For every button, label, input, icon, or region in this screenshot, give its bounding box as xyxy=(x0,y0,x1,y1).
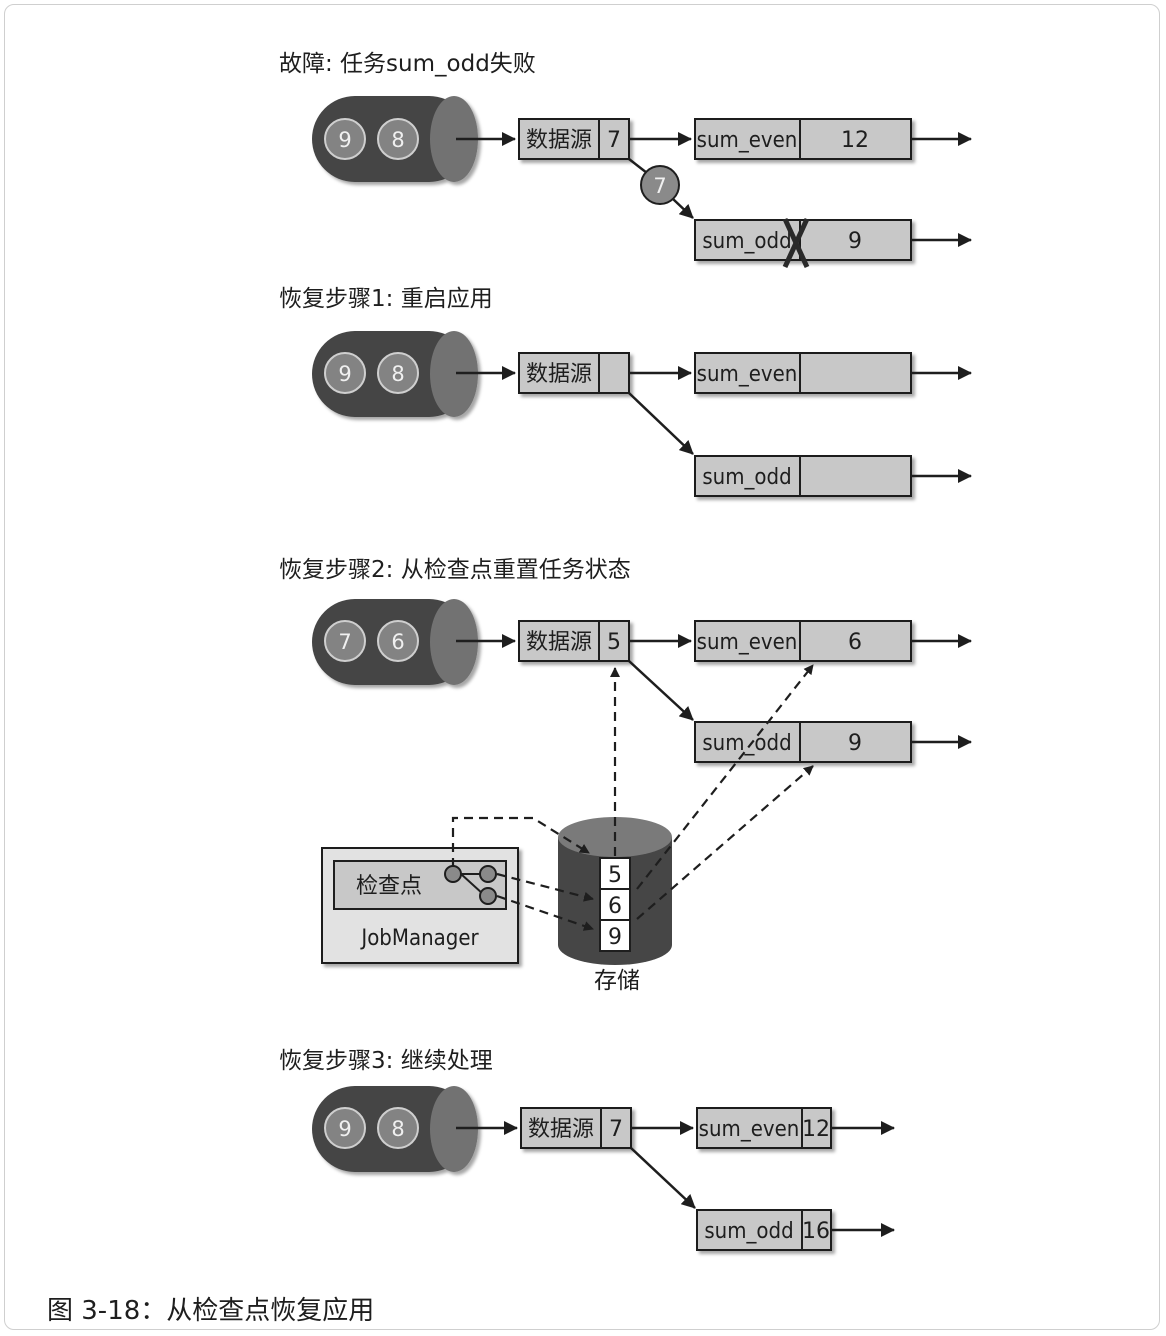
queue-event: 9 xyxy=(324,1107,366,1149)
queue-event-label: 7 xyxy=(338,630,351,654)
sum-even-label: sum_even xyxy=(697,362,798,387)
sum-even-task xyxy=(694,352,912,394)
checkpoint-recovery-diagram: 故障: 任务sum_odd失败 9 8 数据源 7 sum_even 12 xyxy=(47,51,972,1326)
arrow xyxy=(628,392,694,455)
sum-even-state: 6 xyxy=(848,630,862,655)
in-flight-event-label: 7 xyxy=(653,174,666,198)
queue-event: 9 xyxy=(324,118,366,160)
storage-value: 5 xyxy=(608,863,622,888)
sum-even-state: 12 xyxy=(841,128,869,153)
section-title: 故障: 任务sum_odd失败 xyxy=(279,51,536,77)
sum-odd-state: 9 xyxy=(848,229,862,254)
queue-event: 6 xyxy=(377,620,419,662)
queue-event: 9 xyxy=(324,352,366,394)
sum-even-task xyxy=(696,1107,832,1149)
source-label: 数据源 xyxy=(528,1117,594,1142)
storage-value: 6 xyxy=(608,894,622,919)
section-title: 恢复步骤2: 从检查点重置任务状态 xyxy=(279,557,631,583)
storage-value: 9 xyxy=(608,925,622,950)
sum-odd-task xyxy=(694,455,912,497)
sum-odd-label: sum_odd xyxy=(702,465,791,490)
queue-event-label: 9 xyxy=(338,1117,351,1141)
source-task xyxy=(518,620,630,662)
sum-even-label: sum_even xyxy=(699,1117,800,1142)
queue-event: 8 xyxy=(377,118,419,160)
failure-x-icon xyxy=(782,217,810,269)
storage-label: 存储 xyxy=(594,968,640,994)
sum-odd-label: sum_odd xyxy=(702,731,791,756)
queue-event-label: 8 xyxy=(391,1117,404,1141)
section-reset-state: 恢复步骤2: 从检查点重置任务状态 7 6 数据源 5 sum_even 6 xyxy=(279,557,972,994)
checkpoint-write-arrows xyxy=(451,816,594,931)
sum-odd-task xyxy=(694,721,912,763)
sum-odd-label: sum_odd xyxy=(704,1219,793,1244)
queue-event: 8 xyxy=(377,1107,419,1149)
sum-even-label: sum_even xyxy=(697,128,798,153)
sum-odd-state: 16 xyxy=(802,1219,830,1244)
queue-event-label: 9 xyxy=(338,128,351,152)
storage: 5 6 9 存储 xyxy=(558,817,672,994)
source-state: 5 xyxy=(607,630,621,655)
sum-odd-label: sum_odd xyxy=(702,229,791,254)
queue-event-label: 9 xyxy=(338,362,351,386)
jobmanager-label: JobManager xyxy=(359,926,479,951)
sum-odd-state: 9 xyxy=(848,731,862,756)
source-state: 7 xyxy=(607,128,621,153)
source-state: 7 xyxy=(609,1117,623,1142)
source-task xyxy=(520,1107,632,1149)
section-title: 恢复步骤3: 继续处理 xyxy=(279,1048,493,1074)
in-flight-event: 7 xyxy=(640,165,680,205)
checkpoint-tree-icon xyxy=(444,865,497,905)
source-label: 数据源 xyxy=(526,630,592,655)
arrow xyxy=(628,158,648,174)
queue-event-label: 6 xyxy=(391,630,404,654)
queue-event-label: 8 xyxy=(391,128,404,152)
queue-event: 8 xyxy=(377,352,419,394)
section-failure: 故障: 任务sum_odd失败 9 8 数据源 7 sum_even 12 xyxy=(279,51,972,269)
queue-event-label: 8 xyxy=(391,362,404,386)
arrow xyxy=(628,660,694,721)
section-restart: 恢复步骤1: 重启应用 9 8 数据源 sum_even xyxy=(279,286,972,497)
checkpoint-label: 检查点 xyxy=(356,874,422,899)
section-resume: 恢复步骤3: 继续处理 9 8 数据源 7 sum_even 12 xyxy=(279,1048,895,1251)
jobmanager: 检查点 JobManager xyxy=(321,847,519,964)
queue-event: 7 xyxy=(324,620,366,662)
arrow xyxy=(672,198,694,219)
source-task xyxy=(518,352,630,394)
sum-even-task xyxy=(694,620,912,662)
sum-even-state: 12 xyxy=(802,1117,830,1142)
section-title: 恢复步骤1: 重启应用 xyxy=(279,286,493,312)
arrow xyxy=(630,1147,696,1209)
sum-even-label: sum_even xyxy=(697,630,798,655)
figure-caption: 图 3-18：从检查点恢复应用 xyxy=(47,1296,374,1326)
source-label: 数据源 xyxy=(526,128,592,153)
figure-frame: 故障: 任务sum_odd失败 9 8 数据源 7 sum_even 12 xyxy=(4,4,1160,1330)
state-restore-arrows xyxy=(610,664,814,920)
source-label: 数据源 xyxy=(526,362,592,387)
